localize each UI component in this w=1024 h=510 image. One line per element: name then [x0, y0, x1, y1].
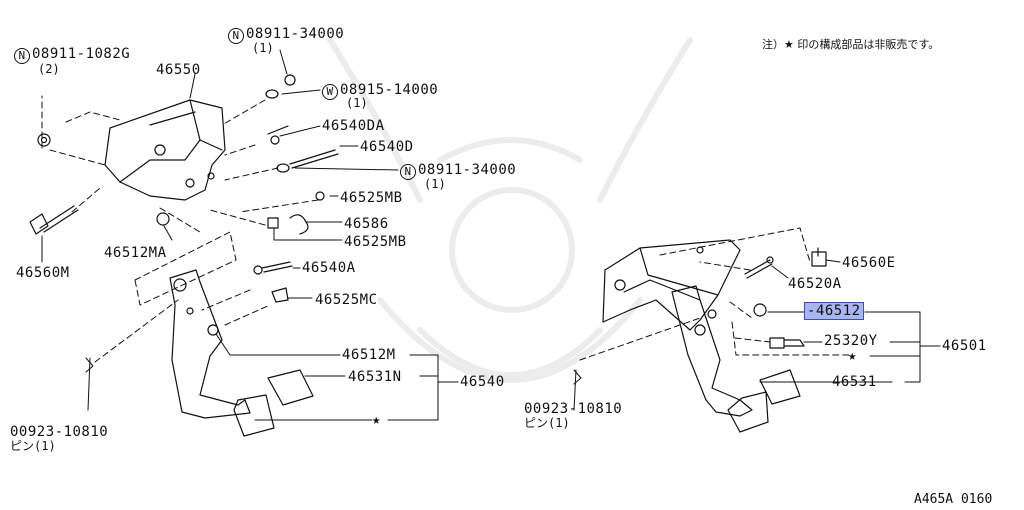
part-label-46586: 46586: [344, 216, 389, 232]
bolt-46560M: [29, 205, 79, 235]
part-label-46512-highlighted[interactable]: -46512: [804, 302, 864, 320]
part-label-46550: 46550: [156, 62, 201, 78]
footnote-not-for-sale: 注）★ 印の構成部品は非販売です。: [762, 38, 940, 51]
part-label-46525MC: 46525MC: [315, 292, 378, 308]
part-label-46540A: 46540A: [302, 260, 356, 276]
pin-label: ピン(1): [524, 416, 570, 430]
bracket-right: [602, 239, 741, 331]
part-label-46531N: 46531N: [348, 369, 402, 385]
n-circle-icon: N: [14, 48, 30, 64]
leader-lines-left: [41, 49, 459, 421]
part-label-46540DA: 46540DA: [322, 118, 385, 134]
star-marker: ★: [848, 348, 857, 364]
part-label-46512MA: 46512MA: [104, 245, 167, 261]
part-label-25320Y: 25320Y: [824, 333, 878, 349]
star-marker: ★: [372, 412, 381, 428]
part-label-46520A: 46520A: [788, 276, 842, 292]
part-label-46540: 46540: [460, 374, 505, 390]
part-label-46531: 46531: [832, 374, 877, 390]
part-label-46525MB-b: 46525MB: [344, 234, 407, 250]
dashed-leaders-right: [579, 227, 851, 361]
nuts-washers-left: [37, 74, 339, 303]
pin-label: ピン(1): [10, 439, 56, 453]
bracket-left: [104, 99, 226, 201]
qty-label: (1): [252, 41, 274, 55]
leader-lines-right: [573, 259, 941, 411]
n-circle-icon: N: [400, 164, 416, 180]
part-label-46560E: 46560E: [842, 255, 896, 271]
watermark-emblem: [327, 37, 693, 383]
part-label-46501: 46501: [942, 338, 987, 354]
dashed-leaders-left: [41, 95, 319, 363]
part-label-46540D: 46540D: [360, 139, 414, 155]
qty-label: (1): [346, 96, 368, 110]
pedal-arm-left: [169, 269, 314, 437]
part-label-46512M: 46512M: [342, 347, 396, 363]
diagram-code: A465A 0160: [914, 492, 993, 507]
n-circle-icon: N: [228, 28, 244, 44]
part-label-00923-10810-b: 00923-10810: [524, 401, 623, 417]
small-parts-right: [744, 247, 827, 349]
part-label-46525MB: 46525MB: [340, 190, 403, 206]
part-label-00923-10810: 00923-10810: [10, 424, 109, 440]
w-circle-icon: W: [322, 84, 338, 100]
part-label-46560M: 46560M: [16, 265, 70, 281]
qty-label: (1): [424, 177, 446, 191]
qty-label: (2): [38, 62, 60, 76]
highlight-box: -46512: [804, 302, 864, 320]
pedal-arm-right: [671, 285, 801, 433]
